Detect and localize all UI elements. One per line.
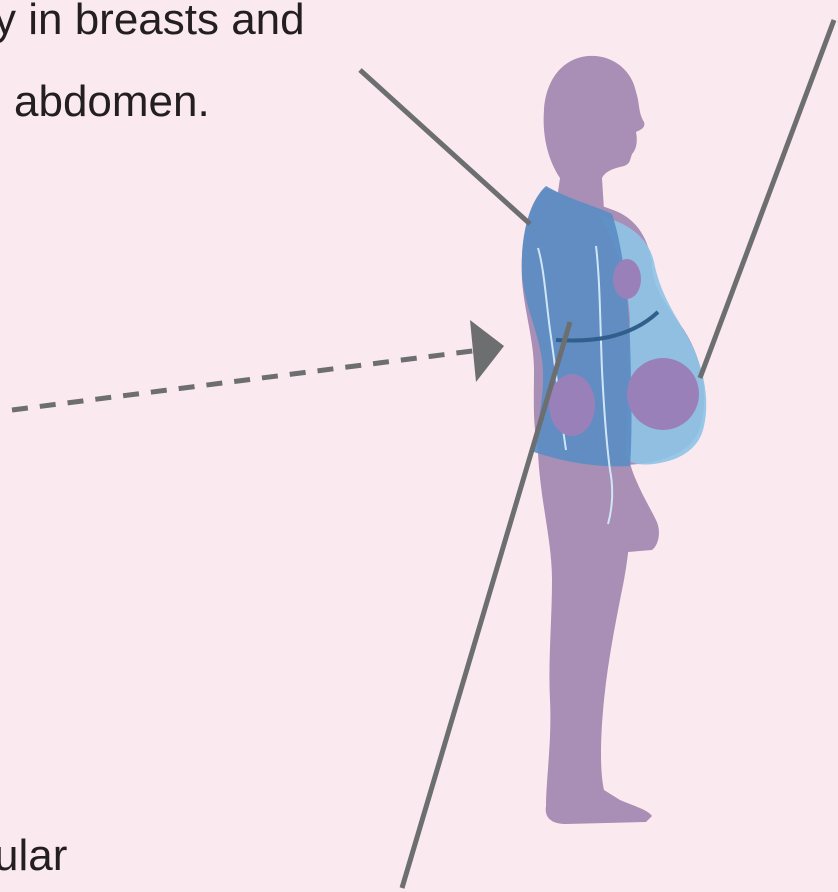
dashed-arrow-head bbox=[470, 320, 504, 382]
dashed-arrow-shaft bbox=[12, 350, 480, 410]
belly-fat-spot bbox=[627, 358, 699, 430]
head-shape bbox=[544, 56, 645, 210]
dashed-arrow-right-icon bbox=[12, 320, 504, 410]
hip-fat-spot bbox=[549, 374, 595, 436]
breast-fat-spot bbox=[613, 259, 641, 299]
leader-line-top bbox=[360, 70, 530, 224]
axis-line-right bbox=[700, 20, 834, 378]
axis-line-diagonal bbox=[402, 322, 570, 888]
